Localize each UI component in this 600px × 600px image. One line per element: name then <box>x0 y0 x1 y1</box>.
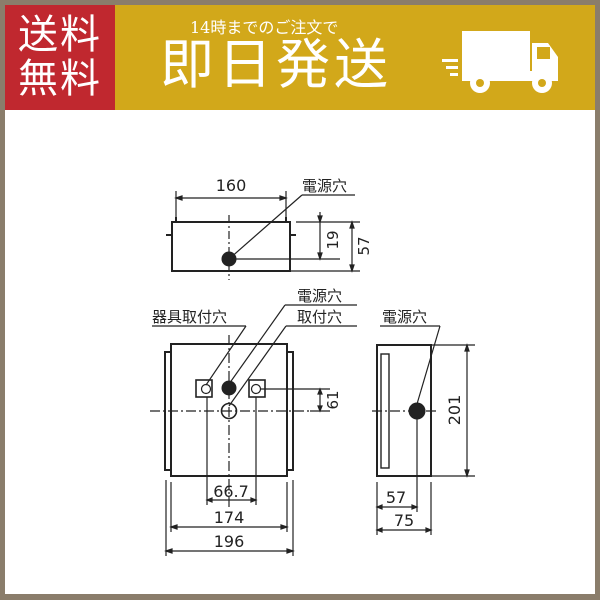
product-image-frame: 送料 無料 14時までのご注文で 即日発送 <box>5 5 595 594</box>
top-view <box>166 191 360 280</box>
side-view <box>372 325 475 535</box>
side-power-hole-label: 電源穴 <box>382 308 427 326</box>
same-day-shipping-panel: 14時までのご注文で 即日発送 <box>115 5 595 110</box>
side-dim-57: 57 <box>386 488 406 507</box>
side-dim-75: 75 <box>394 511 414 530</box>
order-deadline-text: 14時までのご注文で <box>190 18 339 37</box>
top-power-hole-label: 電源穴 <box>302 177 347 195</box>
free-shipping-line1: 送料 <box>18 12 102 58</box>
power-hole-marker <box>221 251 237 267</box>
top-width-dim: 160 <box>216 176 247 195</box>
front-dim-61: 61 <box>324 390 342 409</box>
free-shipping-line2: 無料 <box>18 56 102 102</box>
free-shipping-badge: 送料 無料 <box>5 5 115 110</box>
top-dim-57: 57 <box>355 236 373 255</box>
front-dim-196: 196 <box>214 532 245 551</box>
front-power-hole-label: 電源穴 <box>297 287 342 305</box>
mount-hole-label: 取付穴 <box>297 308 342 326</box>
same-day-shipping-headline: 即日発送 <box>160 33 392 96</box>
shipping-banner: 送料 無料 14時までのご注文で 即日発送 <box>5 5 595 110</box>
front-dim-174: 174 <box>214 508 245 527</box>
front-dim-66-7: 66.7 <box>213 482 249 501</box>
side-dim-201: 201 <box>445 395 464 426</box>
fixture-mount-hole-label: 器具取付穴 <box>152 308 227 326</box>
side-power-hole-marker <box>408 402 426 420</box>
front-view <box>150 304 357 556</box>
top-dim-19: 19 <box>324 230 342 249</box>
front-power-hole-marker <box>221 380 237 396</box>
truck-icon <box>442 31 558 93</box>
